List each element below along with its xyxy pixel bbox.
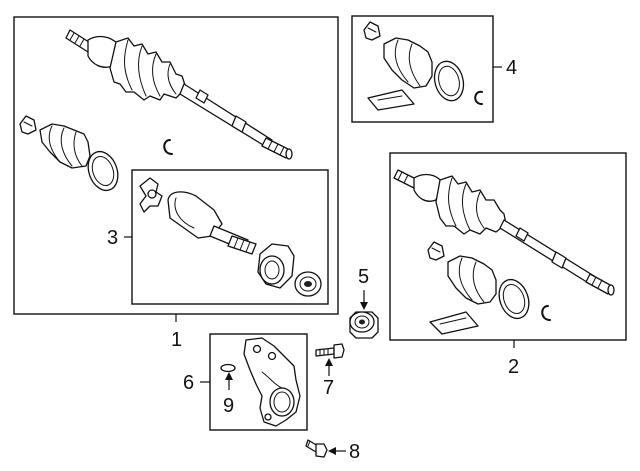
callout-2: 2 (508, 356, 519, 378)
axle-assembly-left[interactable] (65, 29, 293, 160)
callout-9: 9 (223, 395, 234, 417)
part-5-bearing[interactable] (349, 311, 379, 339)
callout-4: 4 (506, 57, 517, 79)
callout-7: 7 (323, 377, 334, 399)
boot-kit-left[interactable] (19, 115, 173, 195)
part-8-bolt[interactable] (305, 439, 328, 458)
callout-1: 1 (171, 329, 182, 351)
callout-8: 8 (349, 441, 360, 463)
callout-3: 3 (107, 227, 118, 249)
inner-joint-kit[interactable] (139, 177, 322, 297)
callout-6: 6 (183, 372, 194, 394)
part-9-oring[interactable] (220, 363, 236, 373)
boot-kit-right[interactable] (427, 241, 551, 335)
part-7-bolt[interactable] (315, 343, 345, 359)
axle-assembly-right[interactable] (393, 169, 615, 296)
part-6-bracket[interactable] (243, 337, 301, 427)
leader-lines (124, 66, 515, 455)
boot-kit-top[interactable] (363, 21, 483, 111)
group-box-2 (389, 152, 627, 341)
callout-5: 5 (358, 266, 369, 288)
group-box-4 (351, 15, 494, 123)
